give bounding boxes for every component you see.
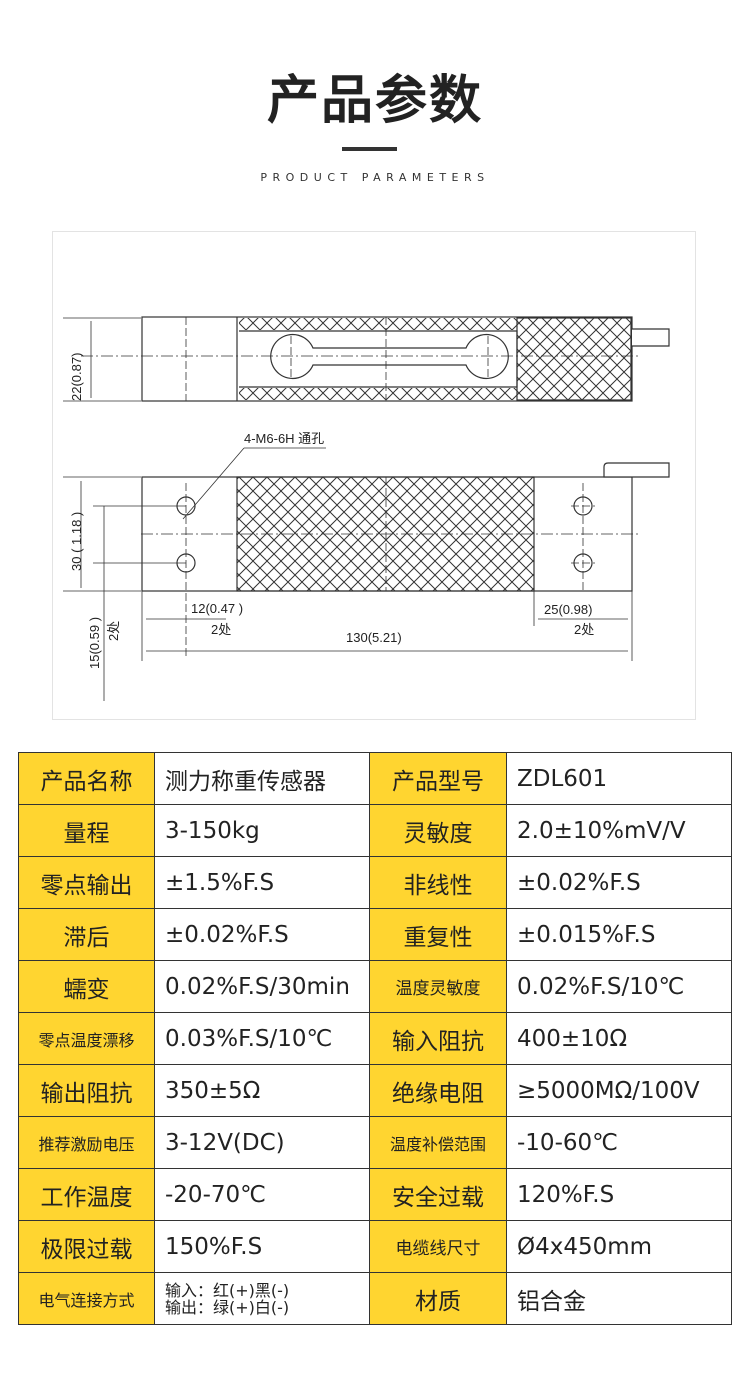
- dim-right-offset: 25(0.98): [544, 602, 592, 617]
- page-title: 产品参数: [266, 71, 483, 131]
- spec-value: ±0.02%F.S: [506, 856, 732, 909]
- dim-height-top: 22(0.87): [69, 353, 84, 401]
- spec-label: 工作温度: [18, 1168, 155, 1221]
- dimension-drawing: 22(0.87) 4-M6-6H 通孔 30 ( 1.18 ) 15(0.59 …: [52, 231, 696, 720]
- spec-row: 电气连接方式输入：红(+)黑(-)输出：绿(+)白(-)材质铝合金: [18, 1272, 732, 1325]
- spec-value: 150%F.S: [154, 1220, 370, 1273]
- spec-value: 400±10Ω: [506, 1012, 732, 1065]
- spec-label: 极限过载: [18, 1220, 155, 1273]
- spec-value: -20-70℃: [154, 1168, 370, 1221]
- spec-label: 蠕变: [18, 960, 155, 1013]
- load-cell-drawing: 22(0.87) 4-M6-6H 通孔 30 ( 1.18 ) 15(0.59 …: [63, 316, 670, 701]
- spec-label: 重复性: [369, 908, 507, 961]
- spec-label: 电缆线尺寸: [369, 1220, 507, 1273]
- spec-value: ±0.02%F.S: [154, 908, 370, 961]
- spec-label: 绝缘电阻: [369, 1064, 507, 1117]
- dim-right-count: 2处: [574, 622, 594, 637]
- connection-line: 输入：红(+)黑(-): [165, 1280, 290, 1300]
- title-divider: [342, 147, 397, 151]
- spec-label: 量程: [18, 804, 155, 857]
- spec-label: 电气连接方式: [18, 1272, 155, 1325]
- spec-label: 材质: [369, 1272, 507, 1325]
- spec-value: 0.02%F.S/30min: [154, 960, 370, 1013]
- spec-value: ZDL601: [506, 752, 732, 805]
- dimension-labels: 22(0.87) 4-M6-6H 通孔 30 ( 1.18 ) 15(0.59 …: [69, 353, 594, 669]
- spec-label: 零点温度漂移: [18, 1012, 155, 1065]
- spec-label: 产品型号: [369, 752, 507, 805]
- spec-label: 温度灵敏度: [369, 960, 507, 1013]
- spec-value: 0.03%F.S/10℃: [154, 1012, 370, 1065]
- hole-note: 4-M6-6H 通孔: [244, 431, 324, 446]
- spec-value: ≥5000MΩ/100V: [506, 1064, 732, 1117]
- dim-width: 30 ( 1.18 ): [69, 512, 84, 571]
- spec-label: 输出阻抗: [18, 1064, 155, 1117]
- spec-value: ±0.015%F.S: [506, 908, 732, 961]
- spec-label: 安全过载: [369, 1168, 507, 1221]
- spec-value: 3-12V(DC): [154, 1116, 370, 1169]
- dim-length: 130(5.21): [346, 630, 402, 645]
- dim-hole-spacing: 15(0.59 ): [87, 617, 102, 669]
- spec-label: 产品名称: [18, 752, 155, 805]
- dim-left-count: 2处: [211, 622, 231, 637]
- spec-label: 推荐激励电压: [18, 1116, 155, 1169]
- connection-line: 输出：绿(+)白(-): [165, 1297, 290, 1317]
- spec-value: 输入：红(+)黑(-)输出：绿(+)白(-): [154, 1272, 370, 1325]
- dim-hole-spacing-count: 2处: [106, 621, 121, 641]
- spec-label: 非线性: [369, 856, 507, 909]
- spec-value: 测力称重传感器: [154, 752, 370, 805]
- spec-value: 0.02%F.S/10℃: [506, 960, 732, 1013]
- spec-value: Ø4x450mm: [506, 1220, 732, 1273]
- spec-value: 2.0±10%mV/V: [506, 804, 732, 857]
- spec-value: 120%F.S: [506, 1168, 732, 1221]
- spec-label: 温度补偿范围: [369, 1116, 507, 1169]
- page-subtitle: PRODUCT PARAMETERS: [260, 171, 490, 184]
- spec-value: 3-150kg: [154, 804, 370, 857]
- spec-label: 滞后: [18, 908, 155, 961]
- spec-value: 350±5Ω: [154, 1064, 370, 1117]
- dim-left-offset: 12(0.47 ): [191, 601, 243, 616]
- spec-value: ±1.5%F.S: [154, 856, 370, 909]
- spec-value: 铝合金: [506, 1272, 732, 1325]
- spec-value: -10-60℃: [506, 1116, 732, 1169]
- spec-label: 输入阻抗: [369, 1012, 507, 1065]
- bottom-view: [63, 447, 670, 701]
- spec-label: 灵敏度: [369, 804, 507, 857]
- spec-label: 零点输出: [18, 856, 155, 909]
- top-view: [63, 316, 670, 402]
